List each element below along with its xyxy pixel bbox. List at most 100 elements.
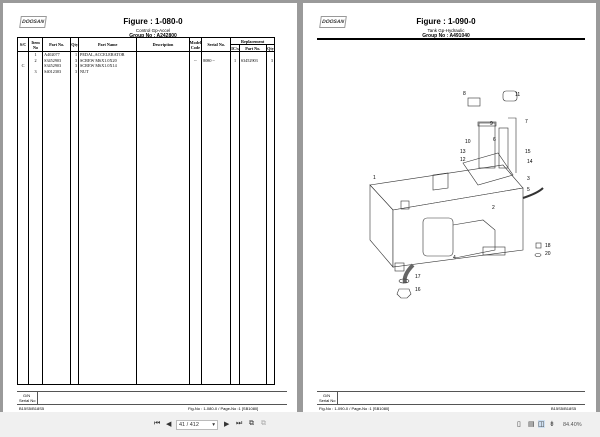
- previous-view-icon[interactable]: ⧉: [249, 420, 254, 427]
- cell-part: S3452903: [42, 63, 72, 69]
- cell-part: A402077: [42, 51, 72, 58]
- callout-14: 14: [527, 159, 533, 165]
- divider: [317, 391, 585, 392]
- table-filler: [16, 74, 276, 385]
- cell-ic: [230, 68, 240, 74]
- continuous-page-icon[interactable]: ▤: [528, 421, 535, 428]
- empty-cell: [28, 74, 44, 385]
- next-page-icon[interactable]: ▶: [224, 421, 230, 428]
- serial-label: Serial No: [319, 398, 336, 403]
- single-page-icon[interactable]: ▯: [517, 421, 521, 428]
- cell-model: [188, 51, 203, 58]
- cell-model: [188, 63, 203, 69]
- doosan-logo: DOOSAN: [19, 16, 47, 28]
- divider: [337, 391, 338, 404]
- callout-9: 9: [490, 121, 493, 127]
- pdf-viewer-toolbar: ⏮ ◀ 41 / 412 ▾ ▶ ⏭ ⧉ ⧉ ▯ ▤ ◫ ⇟ 84.40%: [0, 412, 600, 437]
- divider: [37, 391, 38, 404]
- col-desc: Description: [136, 37, 190, 52]
- model-label: B15S5/B18S5: [19, 406, 45, 411]
- serial-label: Serial No: [19, 398, 36, 403]
- divider: [17, 404, 287, 405]
- cell-rqty: [265, 68, 276, 74]
- empty-cell: [230, 74, 240, 385]
- cell-ic: [230, 63, 240, 69]
- left-pdf-page: DOOSAN Figure : 1-080-0 Control Gp-Accel…: [3, 3, 297, 412]
- callout-13: 13: [460, 149, 466, 155]
- callout-4: 4: [453, 255, 456, 261]
- empty-cell: [188, 74, 203, 385]
- empty-cell: [42, 74, 72, 385]
- header-rule: [317, 38, 585, 40]
- gn-label: G/N: [23, 393, 31, 398]
- callout-8: 8: [463, 91, 466, 97]
- col-name: Part Name: [78, 37, 138, 52]
- callout-2: 2: [492, 205, 495, 211]
- strainer-pump: [394, 187, 544, 299]
- parts-table: S/C Item No Part No. Qty Part Name Descr…: [16, 37, 276, 385]
- empty-cell: [201, 74, 232, 385]
- figure-subtitle: Tank Gp-Hydraulic: [427, 28, 465, 33]
- next-view-icon[interactable]: ⧉: [261, 420, 266, 427]
- empty-cell: [265, 74, 276, 385]
- callout-18: 18: [545, 243, 551, 249]
- col-rqty: Qty: [265, 44, 276, 52]
- cell-rqty: 3: [265, 57, 276, 63]
- empty-cell: [78, 74, 138, 385]
- col-sc: S/C: [16, 37, 30, 52]
- callout-7: 7: [525, 119, 528, 125]
- last-page-icon[interactable]: ⏭: [236, 420, 243, 427]
- col-item: Item No: [28, 37, 44, 52]
- first-page-icon[interactable]: ⏮: [154, 420, 161, 427]
- two-page-icon[interactable]: ◫: [538, 420, 545, 428]
- dropdown-icon[interactable]: ▾: [212, 422, 215, 428]
- callout-11: 11: [515, 92, 520, 98]
- callout-16: 16: [415, 287, 421, 293]
- col-serial: Serial No.: [201, 37, 232, 52]
- empty-cell: [70, 74, 80, 385]
- fig-page-label: Fig-No : 1-080-0 / Page-No :1 [SB1080]: [188, 406, 259, 411]
- cell-rqty: [265, 63, 276, 69]
- page-number-input[interactable]: 41 / 412 ▾: [176, 420, 218, 430]
- figure-title: Figure : 1-080-0: [123, 17, 183, 26]
- empty-cell: [16, 74, 30, 385]
- divider: [317, 404, 585, 405]
- fig-page-label: Fig-No : 1-090-0 / Page-No :1 [SB1080]: [319, 406, 390, 411]
- gn-label: G/N: [323, 393, 331, 398]
- col-ic: IC/s: [230, 44, 240, 52]
- cell-part: S3452903: [42, 57, 72, 63]
- col-qty: Qty: [70, 37, 80, 52]
- callout-6: 6: [493, 137, 496, 143]
- callout-1: 1: [373, 175, 376, 181]
- previous-page-icon[interactable]: ◀: [166, 421, 172, 428]
- model-label: B15S5/B18S5: [551, 406, 577, 411]
- col-part: Part No.: [42, 37, 72, 52]
- cell-part: S4012303: [42, 68, 72, 74]
- figure-title: Figure : 1-090-0: [416, 17, 476, 26]
- page-number-value: 41 / 412: [179, 422, 199, 428]
- callout-3: 3: [527, 176, 530, 182]
- cell-model: --: [188, 57, 203, 63]
- divider: [17, 391, 287, 392]
- scroll-mode-icon[interactable]: ⇟: [549, 421, 555, 428]
- col-replacement: Replacement: [230, 37, 275, 45]
- empty-cell: [136, 74, 190, 385]
- callout-5: 5: [527, 187, 530, 193]
- return-filter: [432, 90, 518, 191]
- callout-17: 17: [415, 274, 421, 280]
- cell-ic: [230, 51, 240, 58]
- callout-20: 20: [545, 251, 551, 257]
- group-number: Group No : A491040: [422, 33, 470, 39]
- cell-model: [188, 68, 203, 74]
- cell-ic: 1: [230, 57, 240, 63]
- col-rpart: Part No.: [238, 44, 267, 52]
- tank-body: [369, 164, 524, 268]
- figure-subtitle: Control Gp-Accel: [135, 28, 171, 33]
- empty-cell: [238, 74, 267, 385]
- right-pdf-page: DOOSAN Figure : 1-090-0 Tank Gp-Hydrauli…: [303, 3, 596, 412]
- zoom-level[interactable]: 84.40%: [563, 422, 582, 428]
